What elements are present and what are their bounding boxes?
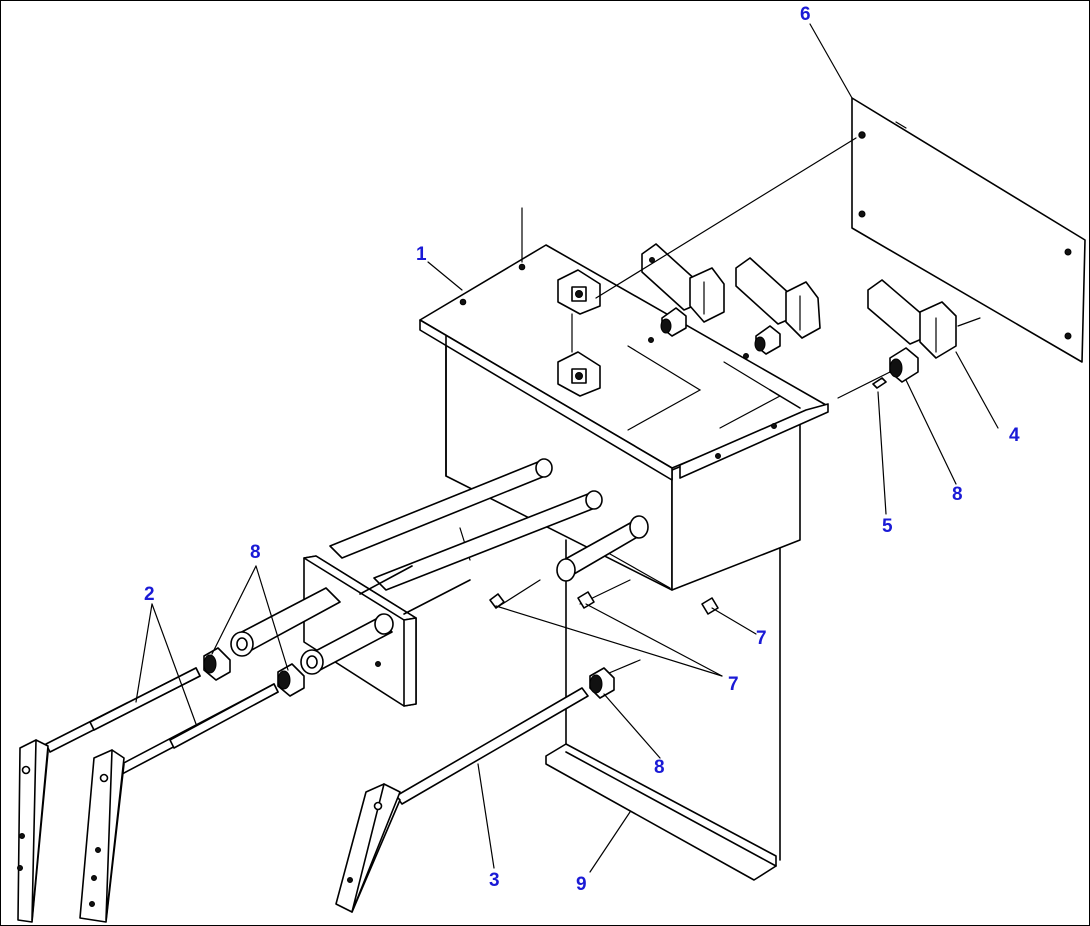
part-6-cover-plate [851, 97, 1086, 363]
rods-through-box [329, 458, 649, 591]
part-1-box-housing [419, 207, 829, 861]
callout-7-lower: 7 [728, 674, 739, 695]
callout-6: 6 [800, 4, 811, 25]
part-3-rod-lever [335, 667, 615, 913]
callout-labels: 1 2 3 4 5 6 7 7 8 8 8 9 [144, 4, 1020, 895]
part-8-bushing-right [872, 347, 919, 389]
callout-3: 3 [489, 870, 500, 891]
callout-8-right: 8 [952, 484, 963, 505]
callout-8-left: 8 [250, 542, 261, 563]
callout-8-bottom: 8 [654, 757, 665, 778]
part-4-levers [641, 243, 957, 359]
callout-9: 9 [576, 874, 587, 895]
part-8-bushings-left [203, 647, 305, 697]
callout-5: 5 [882, 516, 893, 537]
flange-plate [230, 555, 471, 707]
callout-7-upper: 7 [756, 628, 767, 649]
leader-lines [135, 23, 999, 873]
callout-1: 1 [416, 244, 427, 265]
box-top-clips [557, 269, 601, 397]
part-7-fittings [489, 591, 719, 615]
callout-4: 4 [1009, 425, 1020, 446]
part-2-rod-levers [17, 667, 279, 923]
part-9-strip-plate [545, 743, 777, 881]
callout-2: 2 [144, 584, 155, 605]
